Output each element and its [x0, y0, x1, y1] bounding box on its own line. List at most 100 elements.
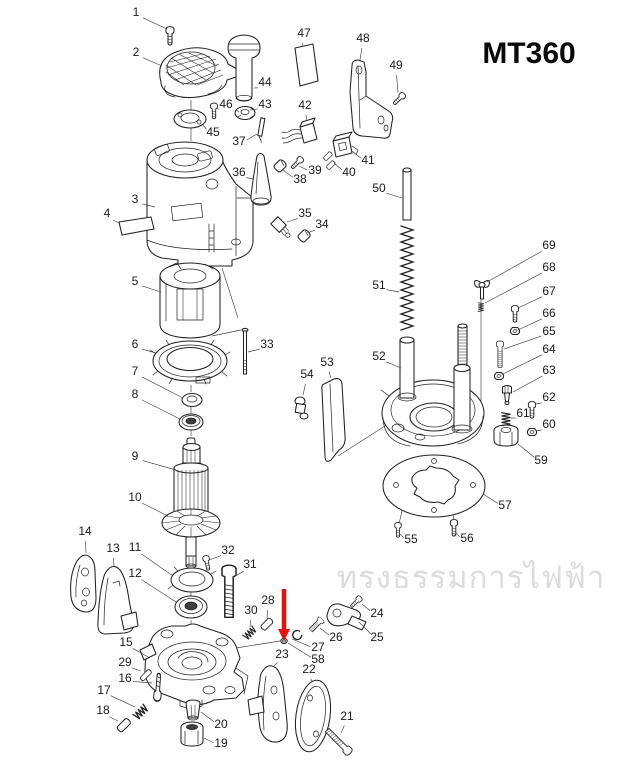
leader-line-17 [110, 695, 136, 708]
part-clamp-lever [326, 603, 367, 631]
part-rubber-boot [250, 152, 272, 206]
leader-line-51 [386, 289, 400, 293]
leader-line-5 [142, 285, 162, 293]
leader-line-31 [233, 570, 244, 578]
part-label-18: 18 [96, 703, 110, 717]
screw-55 [394, 522, 402, 538]
part-label-27: 27 [311, 640, 325, 654]
screw-1 [165, 26, 175, 46]
leader-line-56 [455, 532, 460, 537]
part-label-61: 61 [516, 406, 530, 420]
leader-line-67 [517, 296, 543, 309]
part-label-7: 7 [132, 364, 139, 378]
part-label-28: 28 [261, 593, 275, 607]
part-ball-bearing [174, 595, 208, 619]
leader-line-1 [142, 17, 168, 30]
part-label-21: 21 [340, 709, 354, 723]
clip-27 [291, 628, 304, 642]
part-label-19: 19 [214, 736, 228, 750]
part-label-24: 24 [370, 606, 384, 620]
leader-line-4 [113, 219, 120, 224]
leader-line-55 [399, 533, 404, 538]
leader-line-52 [385, 361, 402, 369]
part-label-56: 56 [460, 531, 474, 545]
part-number-labels: 1234567891011121314151617181920212223242… [78, 5, 556, 750]
part-stator [159, 262, 221, 339]
leader-line-22 [310, 678, 313, 683]
part-label-8: 8 [132, 387, 139, 401]
leader-line-6 [142, 348, 157, 354]
leader-line-34 [306, 229, 316, 234]
leader-line-20 [200, 711, 215, 723]
nut-66 [509, 326, 521, 336]
part-label-2: 2 [133, 45, 140, 59]
part-label-25: 25 [370, 630, 384, 644]
part-label-51: 51 [372, 278, 386, 292]
leader-line-59 [517, 443, 535, 458]
leader-line-46 [216, 107, 219, 110]
leader-line-21 [340, 725, 345, 734]
part-label-36: 36 [232, 165, 246, 179]
nut-64 [493, 371, 505, 381]
leader-line-27 [291, 638, 311, 647]
part-nameplate [118, 216, 155, 236]
part-label-33: 33 [260, 337, 274, 351]
part-flat-washer [167, 566, 217, 593]
part-motor-housing [146, 141, 254, 267]
part-label-37: 37 [232, 134, 246, 148]
part-label-48: 48 [356, 31, 370, 45]
leader-line-19 [203, 737, 214, 744]
part-label-57: 57 [498, 498, 512, 512]
part-label-49: 49 [389, 58, 403, 72]
screw-49 [391, 90, 408, 107]
spring-30 [242, 625, 258, 641]
pointer-arrow [278, 589, 290, 641]
part-label-4: 4 [104, 206, 111, 220]
part-label-31: 31 [243, 557, 257, 571]
leader-line-9 [142, 460, 177, 471]
part-label-9: 9 [132, 449, 139, 463]
part-handle-grip-outer [70, 554, 97, 613]
part-handle-grip-inner [97, 565, 139, 635]
part-label-60: 60 [542, 417, 556, 431]
screw-32 [201, 554, 213, 572]
leader-line-48 [359, 47, 363, 61]
bolt-21 [323, 726, 354, 757]
part-label-26: 26 [329, 630, 343, 644]
leader-line-33 [247, 348, 260, 353]
model-title: MT360 [482, 37, 575, 70]
part-collet-nut [180, 721, 204, 747]
brush-cap-38 [272, 157, 289, 174]
leader-line-58 [287, 642, 312, 658]
part-label-39: 39 [308, 163, 322, 177]
leader-line-32 [208, 555, 222, 561]
part-label-30: 30 [244, 603, 258, 617]
leader-line-37 [246, 133, 258, 141]
part-label-52: 52 [372, 349, 386, 363]
leader-line-12 [141, 579, 177, 603]
leader-lines [85, 17, 543, 744]
screw-67 [510, 305, 520, 323]
leader-line-29 [131, 667, 142, 672]
part-top-cover [159, 47, 240, 99]
part-label-23: 23 [275, 647, 289, 661]
part-label-20: 20 [214, 717, 228, 731]
leader-line-47 [301, 42, 304, 47]
thumb-screw-63 [501, 384, 513, 406]
part-label-3: 3 [132, 192, 139, 206]
leader-line-30 [249, 619, 251, 628]
leader-line-65 [503, 335, 542, 350]
leader-line-62 [535, 402, 543, 405]
leader-line-60 [535, 429, 543, 432]
pin-40a [322, 150, 334, 162]
part-label-1: 1 [133, 5, 140, 19]
leader-line-13 [113, 557, 115, 567]
leader-line-15 [132, 648, 151, 659]
pin-18 [115, 717, 132, 734]
part-label-13: 13 [106, 541, 120, 555]
spring-17 [132, 703, 150, 721]
leader-line-28 [266, 609, 268, 619]
leader-line-42 [305, 114, 308, 122]
part-label-53: 53 [320, 355, 334, 369]
